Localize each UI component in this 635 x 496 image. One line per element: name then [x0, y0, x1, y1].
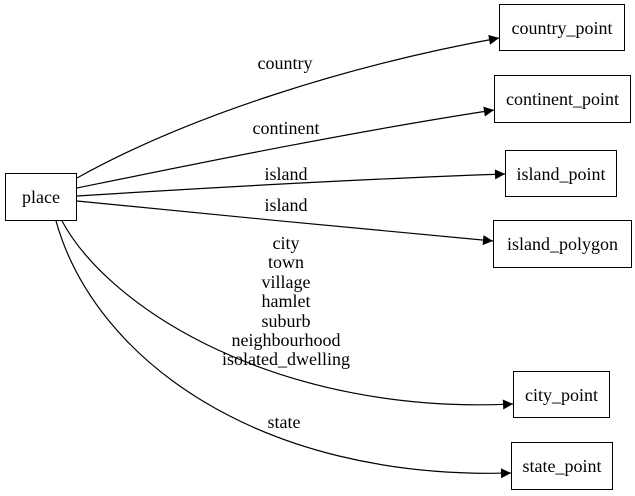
edge-place-state_point [55, 220, 512, 479]
edge-label-village-line: village [261, 271, 311, 292]
node-place-label: place [22, 187, 60, 207]
node-island_polygon: island_polygon [493, 220, 632, 268]
edge-place-continent_point [76, 106, 495, 189]
node-country_point: country_point [499, 4, 625, 51]
node-island_polygon-label: island_polygon [507, 234, 618, 254]
node-city_point-label: city_point [525, 384, 598, 405]
edge-label-city-types: city town village hamlet suburb neighbou… [222, 233, 350, 370]
edge-label-suburb-line: suburb [261, 310, 311, 331]
edge-label-town-line: town [267, 252, 304, 273]
edge-label-country: country [257, 53, 313, 73]
edge-place-island_point [76, 169, 506, 197]
edge-label-continent: continent [252, 118, 320, 138]
node-island_point: island_point [505, 150, 617, 197]
edge-place-island_polygon [76, 200, 494, 246]
node-continent_point-label: continent_point [506, 89, 619, 109]
edge-place-country_point [76, 34, 500, 179]
edge-label-island-polygon: island [264, 195, 308, 215]
edge-label-neighbourhood-line: neighbourhood [231, 330, 341, 351]
edge-place-city_point [61, 220, 514, 410]
node-state_point-label: state_point [522, 456, 602, 476]
node-island_point-label: island_point [516, 163, 606, 184]
edge-label-island-point: island [264, 164, 308, 184]
node-country_point-label: country_point [511, 17, 613, 38]
node-continent_point: continent_point [494, 75, 631, 123]
node-place: place [5, 173, 77, 221]
node-state_point: state_point [511, 442, 613, 490]
edge-label-city-line: city [272, 233, 300, 253]
edge-label-state: state [267, 412, 301, 432]
node-city_point: city_point [513, 371, 610, 418]
edge-label-isolated-dwelling-line: isolated_dwelling [222, 349, 350, 370]
edge-label-hamlet-line: hamlet [261, 291, 311, 312]
